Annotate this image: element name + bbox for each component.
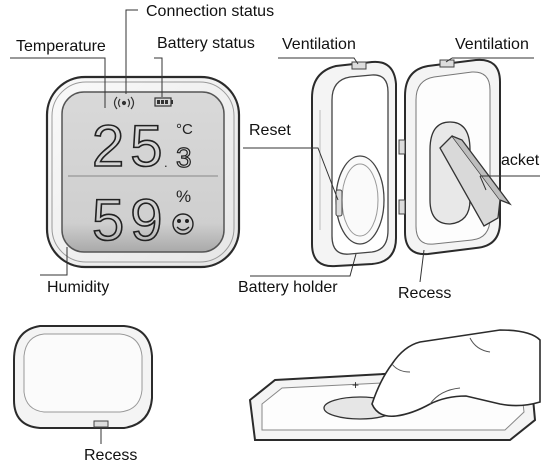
label-humidity: Humidity (47, 279, 110, 296)
label-reset: Reset (249, 122, 291, 139)
label-recess-bottom: Recess (84, 447, 138, 464)
smiley-icon (172, 213, 194, 235)
label-ventilation-right: Ventilation (455, 36, 529, 53)
label-connection-status: Connection status (146, 3, 275, 20)
temperature-dot: . (164, 155, 168, 170)
recess-notch (93, 420, 109, 428)
leader-lines-front (10, 9, 163, 276)
label-ventilation-left: Ventilation (282, 36, 356, 53)
reset-button (335, 189, 343, 217)
bracket (439, 135, 512, 227)
leader-lines-back (243, 57, 540, 283)
ventilation-slot-right (439, 59, 455, 68)
temperature-digits: 25 (92, 114, 169, 179)
rear-shell (398, 58, 512, 256)
temperature-decimal: 3 (176, 142, 192, 173)
battery-holder (335, 155, 385, 245)
label-temperature: Temperature (16, 38, 106, 55)
ventilation-slot (351, 61, 367, 70)
back-cover (311, 60, 397, 268)
tilted-device (13, 325, 153, 429)
label-recess-top: Recess (398, 285, 452, 302)
hand (371, 329, 541, 418)
battery-icon (154, 97, 173, 107)
signal-icon (113, 96, 135, 110)
humidity-unit: % (176, 187, 191, 206)
plus-icon: + (352, 378, 359, 392)
label-battery-status: Battery status (157, 35, 255, 52)
label-battery-holder: Battery holder (238, 279, 338, 296)
humidity-digits: 59 (92, 188, 169, 253)
temperature-unit: °C (176, 121, 193, 138)
battery-insertion: + (248, 329, 541, 441)
front-device: 25 . 3 °C 59 % (45, 75, 241, 269)
